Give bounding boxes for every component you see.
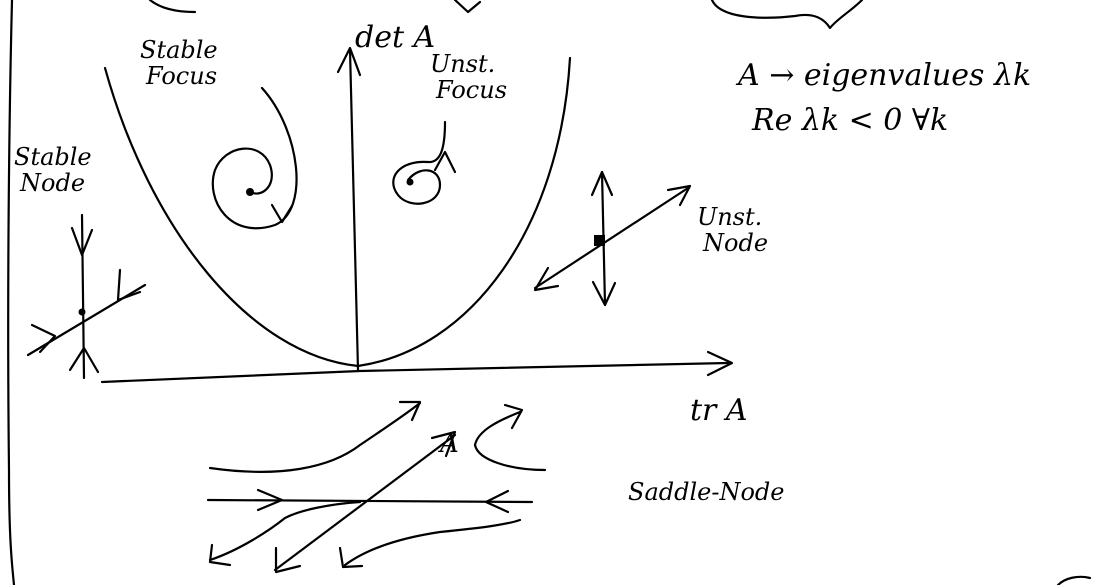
saddle-curve-lower-left	[208, 500, 362, 562]
left-border-line	[7, 0, 16, 585]
stable-focus-point	[246, 188, 254, 196]
stable-node-arrow-top	[70, 226, 94, 257]
unstable-focus-label-text: Unst.	[430, 50, 495, 78]
unstable-node-point	[594, 235, 605, 246]
x-axis-arrowhead	[706, 350, 734, 377]
unstable-focus-label: Unst. Focus	[430, 50, 507, 104]
stable-node-vertical	[80, 213, 86, 380]
saddle-horizontal-line	[206, 498, 534, 504]
unstable-focus-point	[406, 178, 414, 186]
bottom-right-mark	[1056, 575, 1092, 585]
x-axis-label: tr A	[690, 393, 748, 428]
saddle-node-label: Saddle-Node	[628, 478, 784, 506]
saddle-curve-upper-left	[208, 401, 422, 473]
unstable-node-arrow-sw	[533, 266, 560, 292]
saddle-marker-label: A	[438, 429, 459, 459]
saddle-diagonal-line	[273, 433, 457, 572]
saddle-arrow-diag-upper	[430, 430, 457, 458]
saddle-arrow-h-right	[484, 489, 510, 514]
stable-node-label: Stable Node	[14, 143, 99, 197]
brace-top	[710, 0, 864, 30]
note-line-1: A → eigenvalues λk	[735, 58, 1031, 93]
y-axis-line	[348, 48, 360, 372]
saddle-arrow-ur	[503, 403, 524, 430]
unstable-node-arrow-down	[591, 280, 617, 307]
x-axis-line	[100, 361, 730, 384]
unstable-node-arrow-up	[590, 170, 614, 197]
unstable-focus-spiral	[392, 120, 447, 205]
unstable-node-diagonal	[533, 186, 690, 290]
stable-node-label-text-line2: Node	[19, 169, 85, 197]
stable-focus-spiral	[211, 86, 298, 230]
stable-focus-label-text: Stable	[140, 36, 218, 64]
saddle-node-label-text: Saddle-Node	[628, 478, 784, 506]
note-line-2: Re λk < 0 ∀k	[751, 103, 948, 138]
y-axis-arrowhead	[336, 46, 362, 77]
unstable-node-label-text-line2: Node	[702, 229, 768, 257]
unstable-node-label: Unst. Node	[697, 203, 770, 257]
y-axis-label: det A	[355, 20, 435, 55]
saddle-arrow-ul	[398, 400, 422, 422]
saddle-curve-upper-right	[473, 410, 547, 472]
saddle-arrow-lr	[338, 546, 364, 569]
unstable-node-label-text: Unst.	[697, 203, 762, 231]
stable-focus-arrow	[270, 203, 294, 224]
unstable-node-arrow-ne	[666, 184, 692, 207]
parabola-curve	[103, 56, 572, 368]
saddle-arrow-diag-lower	[274, 546, 302, 574]
stable-node-arrow-right	[116, 268, 142, 302]
stable-focus-label-text-line2: Focus	[145, 62, 217, 90]
top-partial-stroke	[148, 0, 197, 14]
saddle-arrow-h-left	[256, 488, 284, 512]
saddle-curve-lower-right	[343, 518, 522, 567]
unstable-focus-arrow	[433, 150, 457, 174]
unstable-focus-label-text-line2: Focus	[435, 76, 507, 104]
stable-node-arrow-left	[30, 323, 57, 354]
stable-node-label-text: Stable	[14, 143, 92, 171]
stable-focus-label: Stable Focus	[140, 36, 225, 90]
saddle-arrow-ll	[208, 543, 232, 567]
stable-node-point	[78, 308, 86, 316]
top-partial-stroke	[453, 0, 482, 14]
stable-node-arrow-bottom	[68, 346, 100, 374]
